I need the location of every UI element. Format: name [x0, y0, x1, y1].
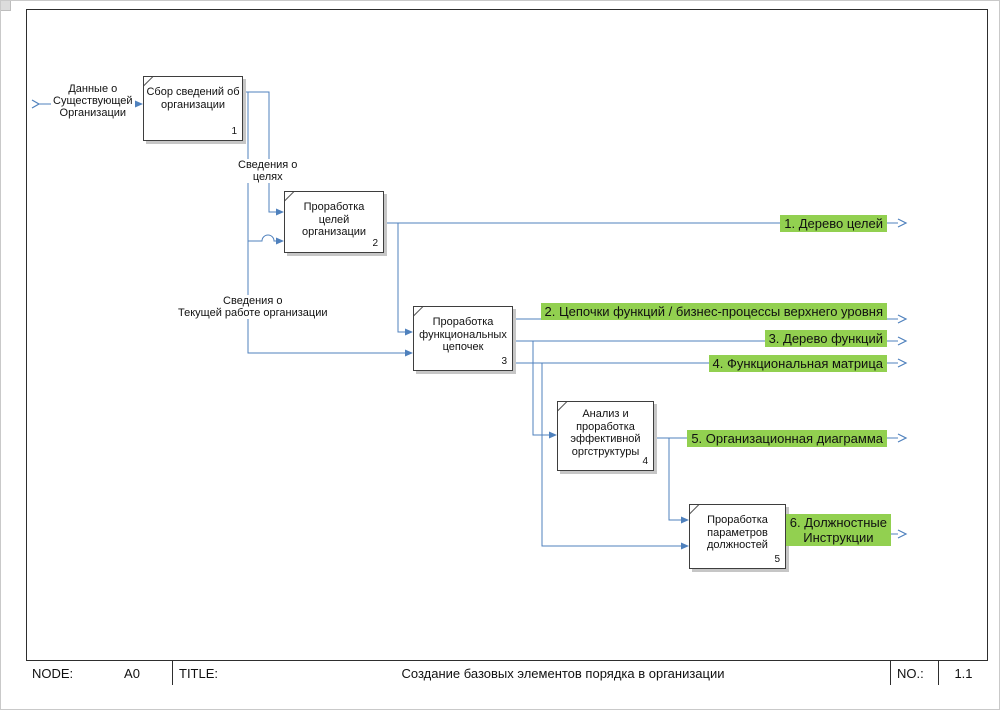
number-label: NO.: [890, 661, 938, 685]
node-value: A0 [124, 665, 140, 681]
activity-box-2: Проработка целей организации 2 [284, 191, 384, 253]
activity-box-4-label: Анализ и проработка эффективной оргструк… [570, 408, 641, 458]
output-label-org-diagram: 5. Организационная диаграмма [687, 430, 887, 447]
activity-box-1: Сбор сведений об организации 1 [143, 76, 243, 141]
activity-box-5: Проработка параметров должностей 5 [689, 504, 786, 569]
diagram-title: Создание базовых элементов порядка в орг… [401, 665, 725, 681]
activity-box-5-label: Проработка параметров должностей [707, 514, 768, 551]
arrowhead-box4-input-icon [549, 431, 557, 439]
boundary-arrow-output2-icon [897, 314, 908, 324]
boundary-arrow-output5-icon [897, 433, 908, 443]
boundary-arrow-output1-icon [897, 218, 908, 228]
arrowhead-box3-input1-icon [405, 328, 413, 336]
connector-box3-to-box4 [532, 341, 555, 436]
node-label: NODE: [32, 665, 74, 681]
arrowhead-box2-input1-icon [276, 208, 284, 216]
output-label-functional-matrix: 4. Функциональная матрица [708, 355, 887, 372]
bottombar-host: NODE: A0 TITLE: Создание базовых элемент… [26, 9, 988, 685]
activity-box-5-number: 5 [774, 553, 780, 565]
connector-box2-to-box3 [397, 223, 411, 333]
activity-box-4: Анализ и проработка эффективной оргструк… [557, 401, 654, 471]
number-value: 1.1 [938, 661, 988, 685]
activity-box-2-number: 2 [372, 237, 378, 249]
window-corner-artifact [1, 1, 11, 11]
flow-label-current-work-info: Сведения о Текущей работе организации [176, 295, 330, 319]
flow-label-input-data: Данные о Существующей Организации [51, 83, 135, 119]
activity-box-3-number: 3 [501, 355, 507, 367]
arrowhead-box2-input2-icon [276, 237, 284, 245]
arrowhead-box1-input-icon [135, 100, 143, 108]
activity-box-4-number: 4 [642, 455, 648, 467]
boundary-arrow-output6-icon [897, 529, 908, 539]
output-label-function-tree: 3. Дерево функций [764, 330, 887, 347]
arrowhead-box5-input2-icon [681, 542, 689, 550]
boundary-arrow-output3-icon [897, 336, 908, 346]
boundary-arrow-output4-icon [897, 358, 908, 368]
boundary-arrow-start-icon [31, 99, 41, 109]
activity-box-3: Проработка функциональных цепочек 3 [413, 306, 513, 371]
activity-box-1-label: Сбор сведений об организации [146, 86, 240, 111]
activity-box-2-label: Проработка целей организации [301, 201, 367, 238]
arrowhead-box3-input2-icon [405, 349, 413, 357]
connector-box1-to-box2-secondary [248, 234, 282, 242]
title-bar: NODE: A0 TITLE: Создание базовых элемент… [26, 660, 988, 685]
activity-box-1-number: 1 [231, 125, 237, 137]
connector-box4-to-box5 [668, 438, 687, 521]
output-label-job-instructions: 6. Должностные Инструкции [785, 514, 891, 546]
connector-box3-to-box5 [541, 363, 687, 547]
output-label-goal-tree: 1. Дерево целей [780, 215, 887, 232]
flow-label-goal-info: Сведения о целях [236, 159, 300, 183]
arrowhead-box5-input1-icon [681, 516, 689, 524]
title-label: TITLE: [172, 661, 236, 685]
output-label-function-chains: 2. Цепочки функций / бизнес-процессы вер… [540, 303, 887, 320]
connector-box1-to-box2 [243, 91, 282, 213]
activity-box-3-label: Проработка функциональных цепочек [419, 316, 507, 353]
